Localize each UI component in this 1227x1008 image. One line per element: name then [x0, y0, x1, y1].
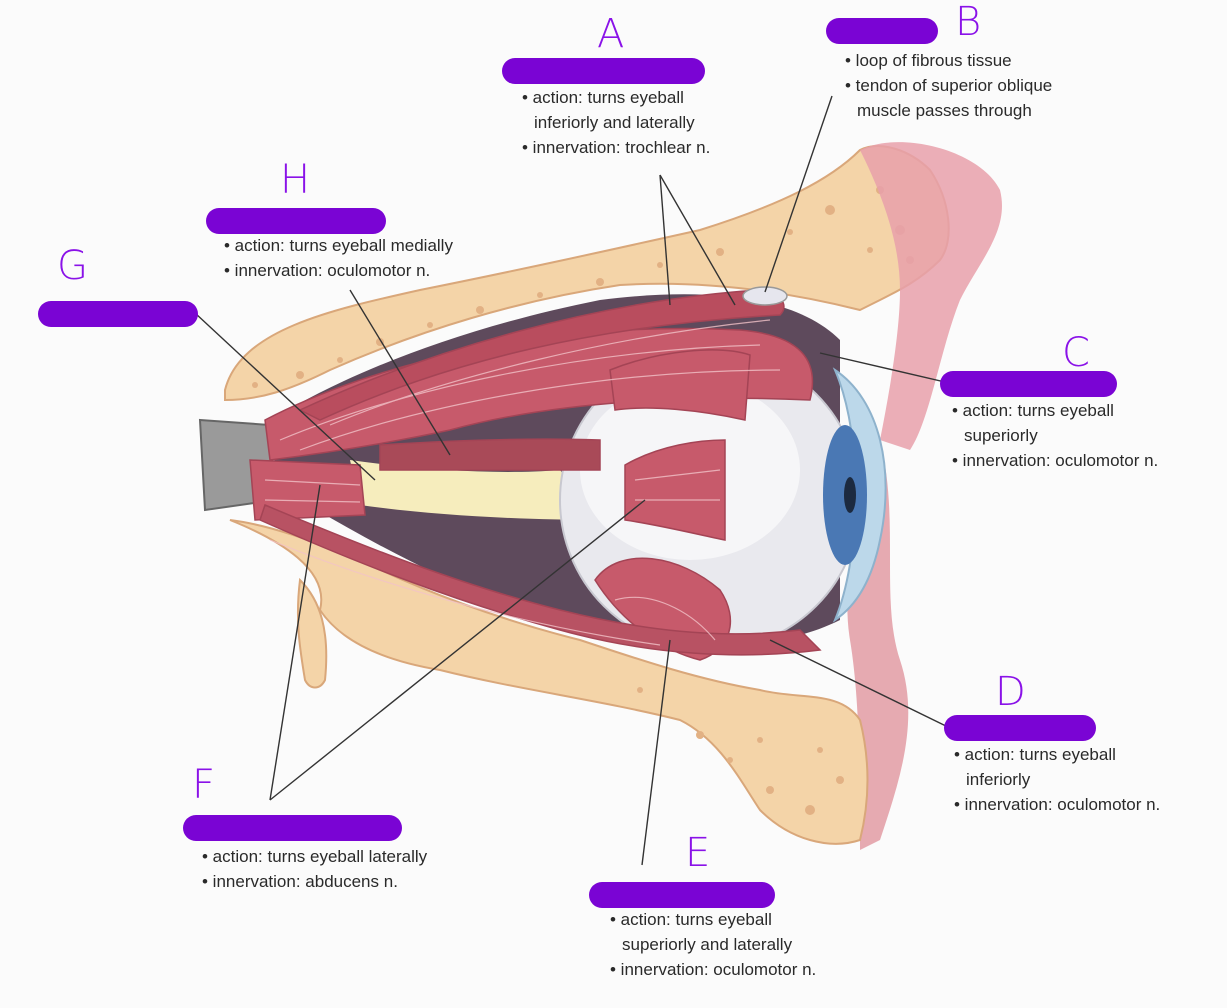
- desc-line: • tendon of superior oblique: [845, 76, 1053, 95]
- desc-line: • innervation: trochlear n.: [522, 138, 711, 157]
- desc-line: inferiorly: [966, 770, 1031, 789]
- label-bar-H[interactable]: [206, 208, 386, 234]
- desc-line: inferiorly and laterally: [534, 113, 695, 132]
- lateral-rectus-muscle: [249, 459, 366, 521]
- leader-H: [349, 289, 451, 456]
- label-desc-A: • action: turns eyeball inferiorly and l…: [522, 85, 710, 160]
- desc-line: • action: turns eyeball: [954, 745, 1116, 764]
- desc-line: • innervation: oculomotor n.: [954, 795, 1161, 814]
- label-bar-C[interactable]: [940, 371, 1117, 397]
- medial-rectus-muscle: [379, 438, 601, 471]
- label-desc-E: • action: turns eyeball superiorly and l…: [610, 907, 816, 982]
- label-desc-F: • action: turns eyeball laterally • inne…: [202, 844, 427, 894]
- label-bar-F[interactable]: [183, 815, 402, 841]
- label-bar-A[interactable]: [502, 58, 705, 84]
- desc-line: superiorly and laterally: [622, 935, 793, 954]
- label-letter-A: A: [597, 11, 625, 57]
- desc-line: • innervation: oculomotor n.: [224, 261, 431, 280]
- leader-E: [641, 639, 671, 866]
- label-bar-E[interactable]: [589, 882, 775, 908]
- desc-line: • innervation: oculomotor n.: [952, 451, 1159, 470]
- trochlea: [742, 286, 788, 306]
- label-letter-C: C: [1062, 330, 1090, 376]
- desc-line: superiorly: [964, 426, 1038, 445]
- desc-line: muscle passes through: [857, 101, 1032, 120]
- leader-B: [764, 95, 833, 293]
- orbital-floor-bone: [229, 519, 869, 845]
- label-letter-E: E: [685, 830, 711, 876]
- desc-line: • innervation: oculomotor n.: [610, 960, 817, 979]
- desc-line: • action: turns eyeball: [952, 401, 1114, 420]
- label-letter-F: F: [192, 762, 216, 808]
- desc-line: • action: turns eyeball: [610, 910, 772, 929]
- desc-line: • loop of fibrous tissue: [845, 51, 1012, 70]
- leader-A-2: [659, 174, 736, 306]
- leader-D: [769, 639, 951, 729]
- leader-C: [819, 352, 946, 383]
- label-desc-D: • action: turns eyeball inferiorly • inn…: [954, 742, 1160, 817]
- label-letter-G: G: [57, 243, 88, 289]
- desc-line: • action: turns eyeball: [522, 88, 684, 107]
- label-bar-G[interactable]: [38, 301, 198, 327]
- label-desc-C: • action: turns eyeball superiorly • inn…: [952, 398, 1158, 473]
- leader-F-1: [269, 484, 321, 801]
- desc-line: • innervation: abducens n.: [202, 872, 398, 891]
- skin-right: [860, 142, 1002, 450]
- desc-line: • action: turns eyeball medially: [224, 236, 453, 255]
- optic-nerve: [350, 460, 600, 520]
- label-bar-D[interactable]: [944, 715, 1096, 741]
- leader-G: [194, 312, 376, 481]
- label-letter-H: H: [280, 157, 311, 203]
- leader-F-2: [269, 499, 646, 801]
- inferior-rectus-muscle: [259, 503, 822, 656]
- label-letter-B: B: [955, 0, 982, 45]
- label-letter-D: D: [995, 669, 1026, 715]
- leader-A-1: [659, 174, 671, 306]
- label-bar-B[interactable]: [826, 18, 938, 44]
- label-desc-H: • action: turns eyeball medially • inner…: [224, 233, 453, 283]
- label-desc-B: • loop of fibrous tissue • tendon of sup…: [845, 48, 1052, 123]
- desc-line: • action: turns eyeball laterally: [202, 847, 428, 866]
